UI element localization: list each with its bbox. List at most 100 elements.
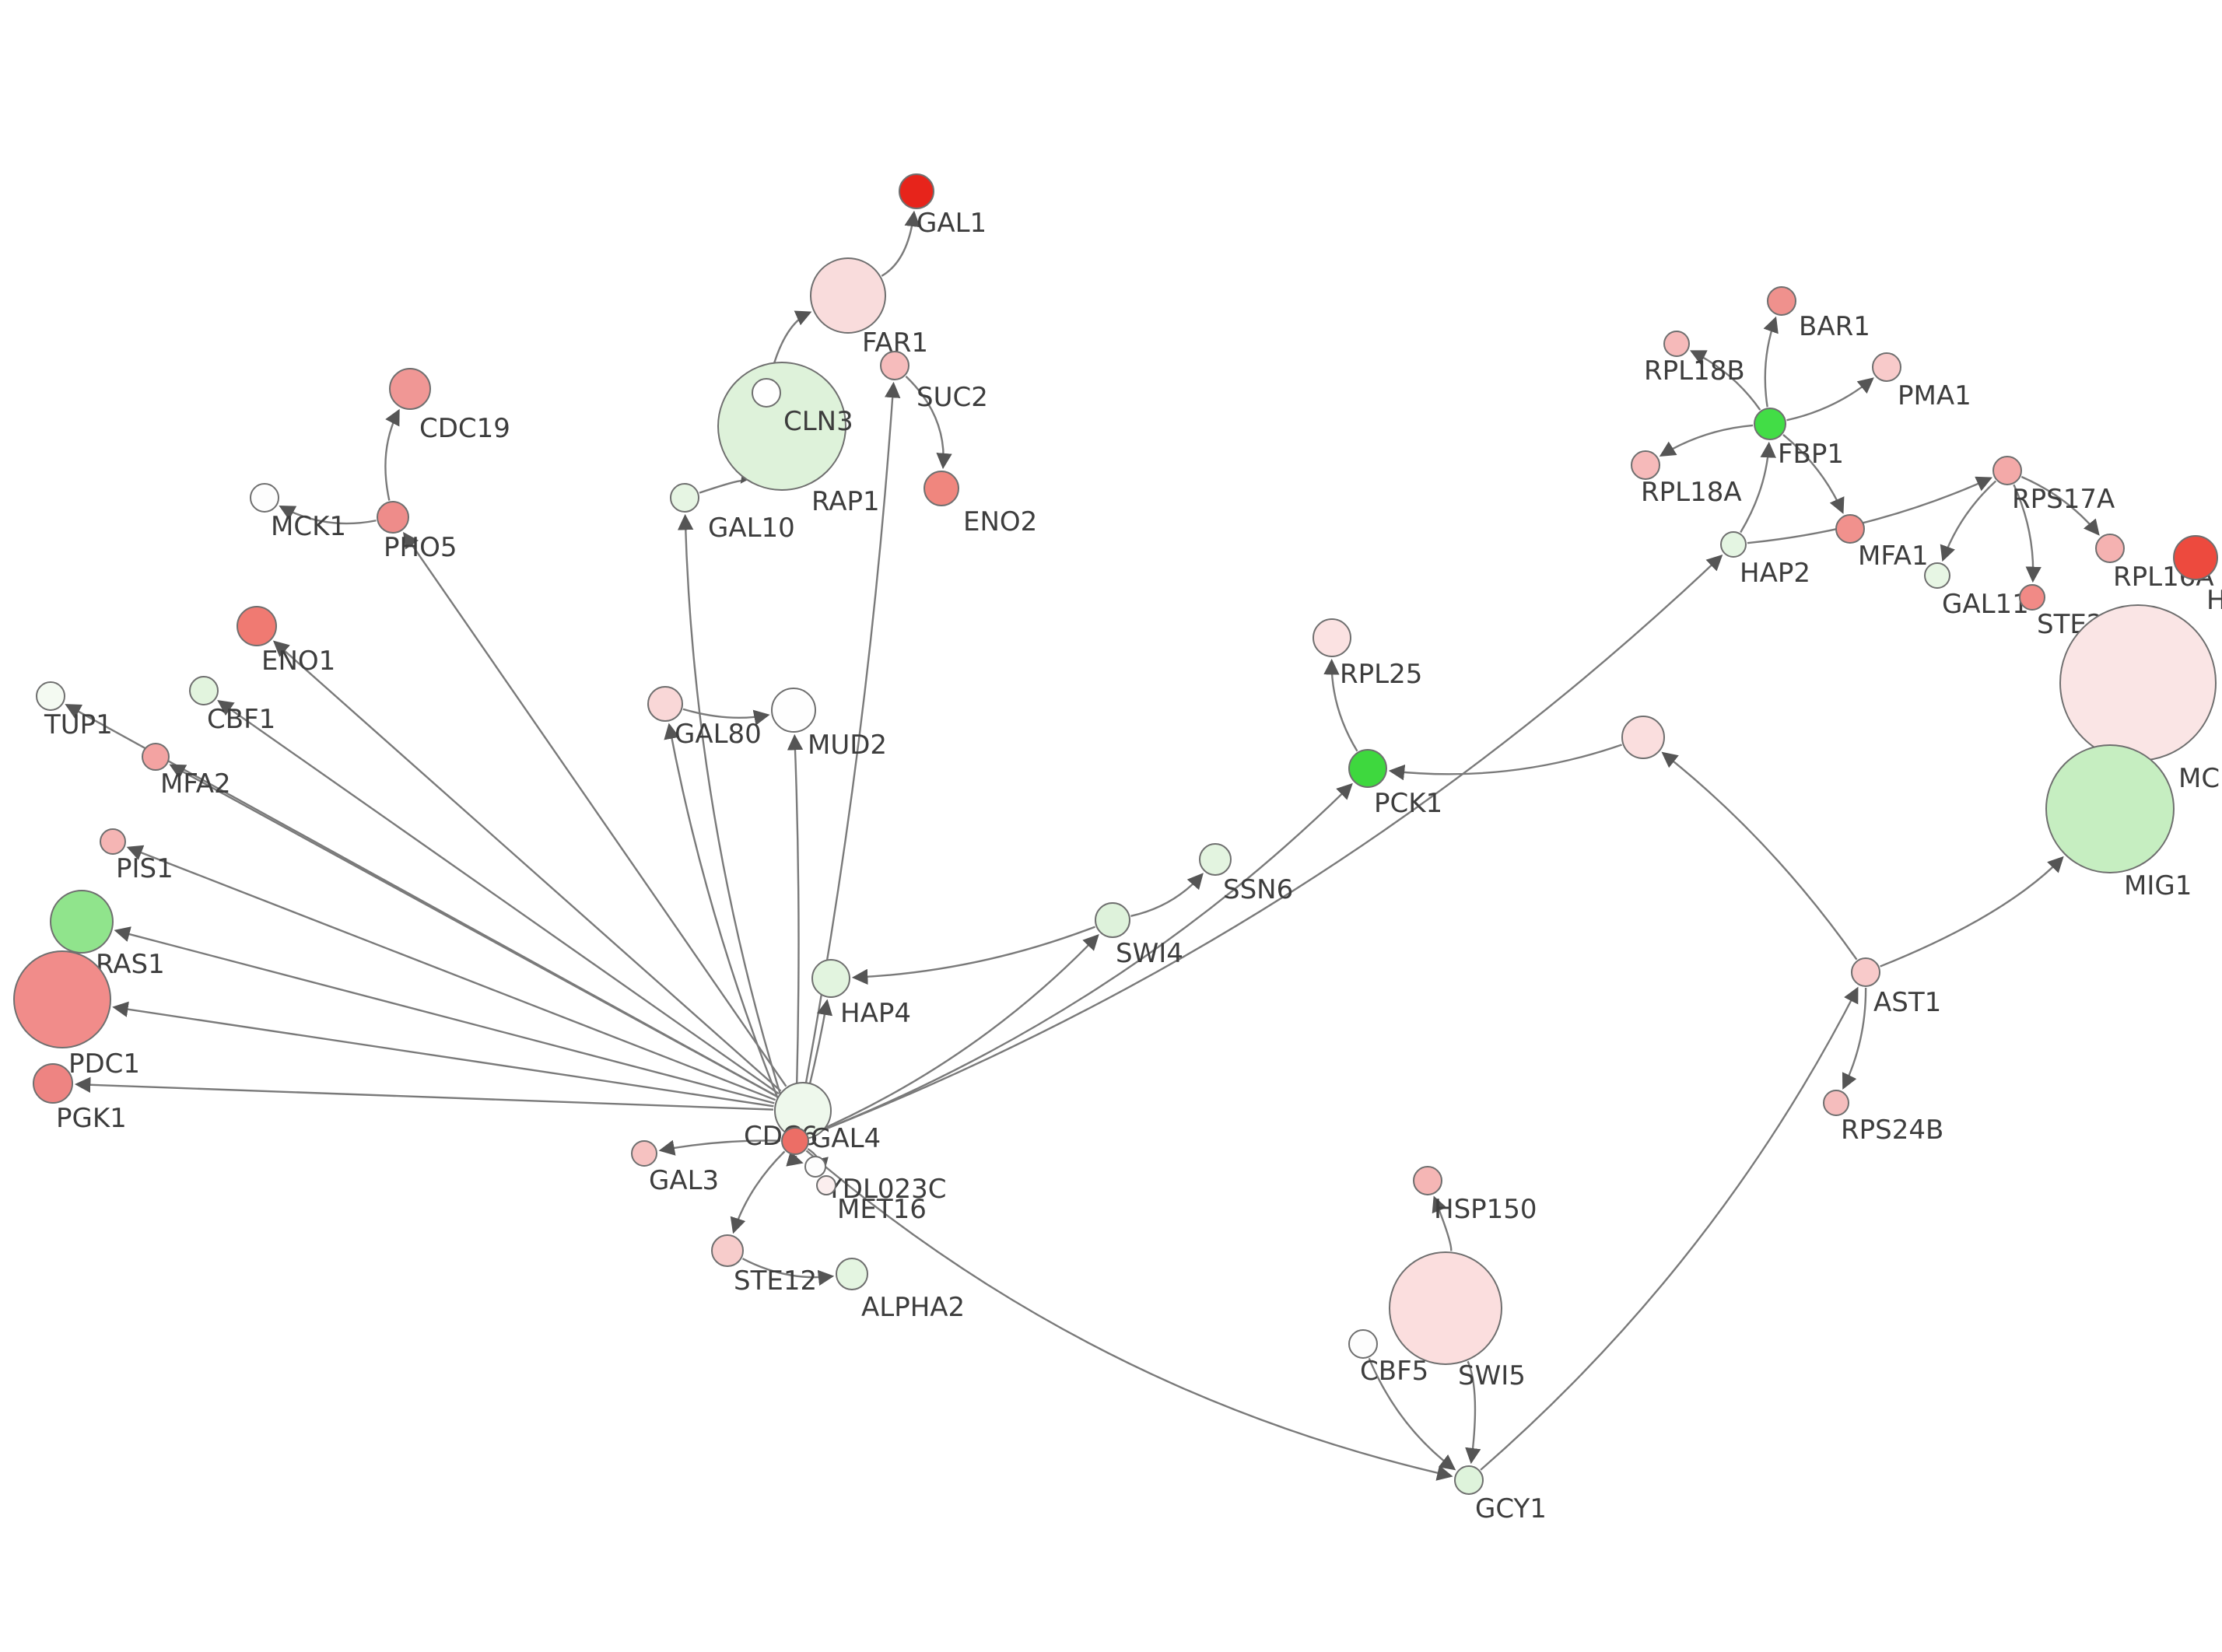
edge-HAP2-RPS17A[interactable]	[1747, 476, 1992, 544]
node-CBF1[interactable]	[189, 676, 219, 705]
node-NODE_UNLABELED[interactable]	[1621, 716, 1665, 759]
node-STE2[interactable]	[2019, 584, 2045, 611]
edge-GCY1-AST1[interactable]	[1480, 986, 1859, 1471]
edge-CDC6-MFA2[interactable]	[169, 764, 778, 1097]
edge-GAL4-STE12[interactable]	[730, 1150, 786, 1234]
edge-GAL80-MUD2[interactable]	[682, 708, 770, 726]
edge-AST1-RPS24B[interactable]	[1842, 987, 1867, 1090]
node-PIS1[interactable]	[100, 828, 126, 855]
edge-CDC6-PIS1[interactable]	[126, 845, 776, 1101]
node-PHO5[interactable]	[377, 501, 409, 534]
node-RPL16A[interactable]	[2095, 534, 2125, 563]
edge-RPS17A-GAL11[interactable]	[1940, 480, 1997, 562]
edge-FBP1-RPL18B[interactable]	[1689, 350, 1761, 411]
edge-GAL4-GCY1[interactable]	[805, 1150, 1453, 1481]
node-SWI4[interactable]	[1095, 902, 1130, 938]
node-RPS17A[interactable]	[1992, 456, 2022, 485]
node-HIS4[interactable]	[2173, 535, 2218, 580]
edge-PCK1-RPL25[interactable]	[1323, 658, 1358, 752]
node-MFA2[interactable]	[142, 743, 170, 771]
edge-FBP1-RPL18A[interactable]	[1659, 424, 1754, 457]
node-PGK1[interactable]	[33, 1063, 73, 1104]
node-GAL1[interactable]	[899, 173, 934, 209]
edge-PHO5-CDC19[interactable]	[384, 408, 400, 501]
node-SWI5[interactable]	[1389, 1251, 1502, 1365]
edge-SWI5-GCY1[interactable]	[1465, 1360, 1481, 1465]
node-GAL10[interactable]	[670, 483, 699, 513]
node-MCM1[interactable]	[2059, 604, 2217, 761]
node-GAL80[interactable]	[647, 686, 683, 722]
node-STE12[interactable]	[711, 1234, 744, 1267]
node-TUP1[interactable]	[36, 681, 65, 711]
node-GAL4[interactable]	[781, 1127, 809, 1155]
edge-SWI5-HSP150[interactable]	[1432, 1195, 1453, 1251]
edge-GAL4-YDL023C[interactable]	[786, 1151, 804, 1167]
node-RPS24B[interactable]	[1823, 1090, 1849, 1116]
edge-HAP2-FBP1[interactable]	[1740, 441, 1776, 534]
edge-FBP1-MFA1[interactable]	[1782, 434, 1845, 514]
node-MIG1[interactable]	[2045, 744, 2175, 873]
edge-CDC6-CBF1[interactable]	[217, 700, 780, 1095]
edge-GAL4-PCK1[interactable]	[808, 782, 1353, 1137]
edge-RPS17A-STE2[interactable]	[2013, 484, 2042, 583]
edge-FAR1-GAL1[interactable]	[881, 210, 920, 277]
edge-GAL4-SUC2[interactable]	[797, 381, 901, 1127]
node-MUD2[interactable]	[771, 688, 816, 733]
edge-PHO5-MCK1[interactable]	[279, 505, 377, 525]
edge-CBF5-GCY1[interactable]	[1368, 1357, 1456, 1471]
edge-FBP1-BAR1[interactable]	[1763, 316, 1779, 408]
edge-AST1-MIG1[interactable]	[1880, 856, 2064, 968]
node-CDC19[interactable]	[389, 368, 431, 410]
node-BAR1[interactable]	[1767, 286, 1796, 316]
node-CBF5[interactable]	[1348, 1329, 1378, 1359]
node-RPL25[interactable]	[1313, 618, 1351, 657]
edge-STE12-ALPHA2[interactable]	[741, 1258, 835, 1286]
edge-GAL4-SWI4[interactable]	[808, 934, 1099, 1136]
node-RAS1[interactable]	[50, 890, 114, 954]
edge-SWI4-SSN6[interactable]	[1130, 873, 1204, 917]
edge-NODE_UNLABELED-PCK1[interactable]	[1388, 744, 1622, 781]
edge-GAL4-GAL3[interactable]	[658, 1139, 781, 1156]
node-group-GAL1: GAL1	[899, 173, 987, 239]
node-RAP1[interactable]	[717, 362, 846, 491]
node-RPL18B[interactable]	[1663, 331, 1690, 357]
edge-SWI4-HAP4[interactable]	[851, 926, 1096, 985]
edge-FBP1-PMA1[interactable]	[1786, 377, 1874, 422]
node-SUC2[interactable]	[880, 351, 909, 380]
edge-GAL4-HAP2[interactable]	[808, 555, 1723, 1137]
node-GCY1[interactable]	[1454, 1465, 1484, 1495]
edge-CDC6-PGK1[interactable]	[74, 1076, 774, 1111]
node-GAL11[interactable]	[1924, 562, 1950, 589]
node-AST1[interactable]	[1851, 957, 1880, 987]
node-GAL3[interactable]	[631, 1140, 657, 1167]
node-YDL023C[interactable]	[804, 1156, 826, 1178]
node-MFA1[interactable]	[1835, 514, 1865, 544]
edge-CDC6-RAS1[interactable]	[114, 926, 775, 1104]
edge-GAL10-RAP1[interactable]	[699, 466, 756, 494]
node-CLN3[interactable]	[752, 378, 781, 408]
edge-CDC6-PDC1[interactable]	[112, 1001, 774, 1108]
edge-RPS17A-RPL16A[interactable]	[2020, 475, 2100, 536]
node-ENO2[interactable]	[923, 471, 959, 506]
node-ENO1[interactable]	[237, 606, 277, 646]
node-HSP150[interactable]	[1413, 1166, 1442, 1195]
node-HAP4[interactable]	[811, 959, 850, 998]
node-ALPHA2[interactable]	[836, 1258, 868, 1290]
edge-GAL4-GAL80[interactable]	[664, 723, 790, 1128]
node-PCK1[interactable]	[1348, 749, 1387, 788]
node-RPL18A[interactable]	[1631, 450, 1660, 480]
edge-GAL4-MUD2[interactable]	[787, 733, 804, 1127]
edge-AST1-NODE_UNLABELED[interactable]	[1661, 751, 1858, 961]
node-MCK1[interactable]	[250, 483, 279, 513]
edge-CDC6-PHO5[interactable]	[403, 531, 787, 1087]
node-HAP2[interactable]	[1720, 531, 1747, 558]
node-PDC1[interactable]	[13, 950, 111, 1048]
node-FAR1[interactable]	[810, 257, 886, 334]
node-PMA1[interactable]	[1872, 352, 1901, 382]
edge-CDC6-ENO1[interactable]	[272, 640, 782, 1092]
edge-SUC2-ENO2[interactable]	[905, 375, 952, 470]
node-MET16[interactable]	[816, 1175, 836, 1195]
edge-GAL4-GAL10[interactable]	[677, 513, 792, 1128]
node-SSN6[interactable]	[1199, 843, 1232, 876]
node-FBP1[interactable]	[1754, 408, 1786, 440]
